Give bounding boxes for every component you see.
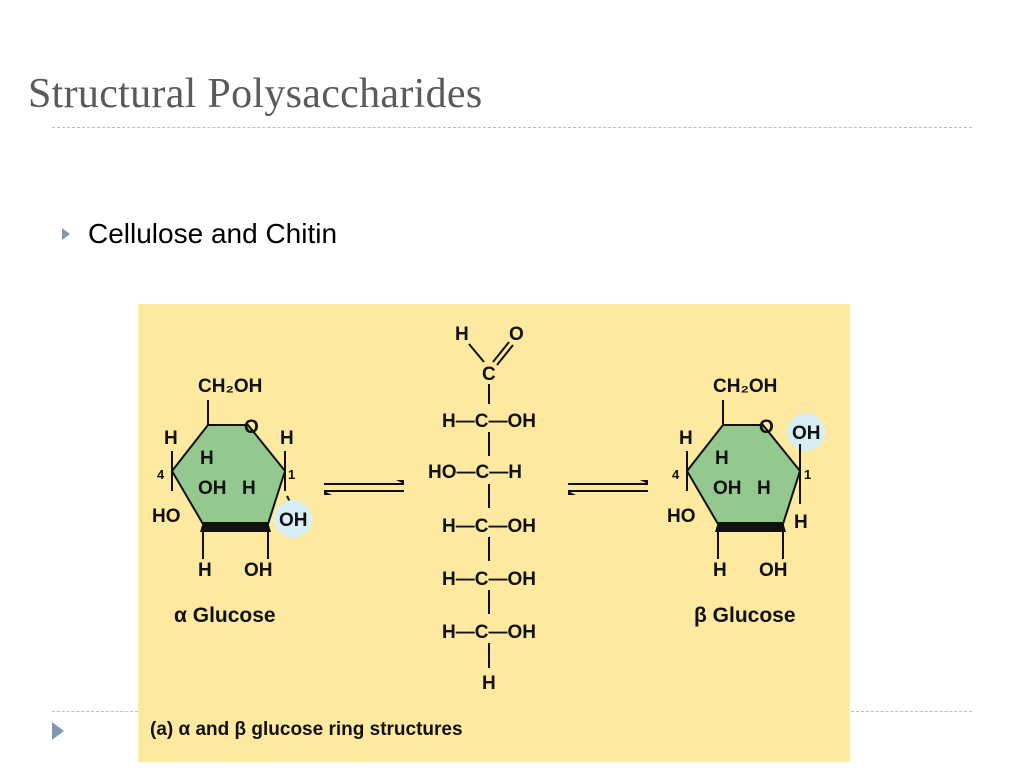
linear-c1-label: C bbox=[482, 364, 496, 385]
beta-ring-front-edge bbox=[715, 522, 786, 532]
beta-oh-highlight bbox=[787, 413, 825, 451]
alpha-ring-front-edge bbox=[200, 522, 271, 532]
beta-carbon-1-number: 1 bbox=[804, 467, 811, 482]
beta-h-c3-label: H bbox=[713, 560, 727, 581]
beta-ch2oh-label: CH₂OH bbox=[713, 376, 777, 397]
linear-glucose: H O C H—C—OH HO—C—H H—C—OH H—C—OH H—C—OH… bbox=[428, 324, 536, 694]
beta-oh-c3-label: OH bbox=[713, 478, 742, 499]
alpha-h-c4-label: H bbox=[200, 448, 214, 469]
alpha-glucose: CH₂OH O H H 4 1 H OH H HO OH H OH α Gluc… bbox=[152, 376, 312, 627]
alpha-glucose-label: α Glucose bbox=[174, 604, 276, 627]
equilibrium-arrows-right bbox=[568, 480, 648, 495]
footer-divider-left bbox=[52, 711, 138, 712]
footer-arrow-icon bbox=[52, 722, 64, 740]
beta-carbon-4-number: 4 bbox=[672, 467, 680, 482]
beta-h-c2-label: H bbox=[757, 478, 771, 499]
linear-h-top-label: H bbox=[455, 324, 469, 345]
linear-h-bottom-label: H bbox=[482, 673, 496, 694]
title-divider bbox=[52, 127, 972, 128]
alpha-ring-o-label: O bbox=[244, 417, 259, 438]
beta-oh-c1-label: OH bbox=[792, 423, 821, 444]
alpha-oh-c1-label: OH bbox=[279, 510, 308, 531]
alpha-ho-c4-label: HO bbox=[152, 506, 181, 527]
bullet-text: Cellulose and Chitin bbox=[88, 218, 338, 249]
linear-row-4: H—C—OH bbox=[442, 516, 536, 537]
beta-h-c5-label: H bbox=[679, 428, 693, 449]
slide-title: Structural Polysaccharides bbox=[28, 71, 483, 117]
beta-glucose: CH₂OH O OH H 4 1 H OH H HO H H OH β Gluc… bbox=[667, 376, 825, 627]
linear-row-6: H—C—OH bbox=[442, 622, 536, 643]
figure-caption: (a) α and β glucose ring structures bbox=[150, 719, 463, 740]
alpha-oh-highlight bbox=[274, 500, 312, 538]
alpha-oh-c3-label: OH bbox=[198, 478, 227, 499]
footer-divider-right bbox=[851, 711, 972, 712]
figure-panel bbox=[138, 304, 850, 762]
linear-o-top-label: O bbox=[509, 324, 524, 345]
alpha-carbon-4-number: 4 bbox=[157, 467, 165, 482]
linear-row-2: H—C—OH bbox=[442, 411, 536, 432]
beta-oh-c2-label: OH bbox=[759, 560, 788, 581]
beta-ring-o-label: O bbox=[759, 417, 774, 438]
alpha-h-c1-label: H bbox=[280, 428, 294, 449]
beta-ho-c4-label: HO bbox=[667, 506, 696, 527]
alpha-h-c5-label: H bbox=[164, 428, 178, 449]
glucose-diagram: CH₂OH O H H 4 1 H OH H HO OH H OH α Gluc… bbox=[138, 304, 850, 762]
alpha-h-c2-label: H bbox=[242, 478, 256, 499]
alpha-carbon-1-number: 1 bbox=[288, 467, 295, 482]
beta-glucose-label: β Glucose bbox=[694, 604, 796, 627]
beta-h-c1-label: H bbox=[794, 512, 808, 533]
beta-h-c4-label: H bbox=[715, 448, 729, 469]
bullet-arrow-icon bbox=[62, 228, 70, 240]
glucose-figure: CH₂OH O H H 4 1 H OH H HO OH H OH α Gluc… bbox=[138, 304, 850, 762]
alpha-oh-c2-label: OH bbox=[244, 560, 273, 581]
bullet-item: Cellulose and Chitin bbox=[62, 218, 337, 250]
equilibrium-arrows-left bbox=[324, 480, 404, 495]
alpha-h-c3-label: H bbox=[198, 560, 212, 581]
linear-row-3: HO—C—H bbox=[428, 462, 522, 483]
linear-row-5: H—C—OH bbox=[442, 569, 536, 590]
alpha-ch2oh-label: CH₂OH bbox=[198, 376, 262, 397]
